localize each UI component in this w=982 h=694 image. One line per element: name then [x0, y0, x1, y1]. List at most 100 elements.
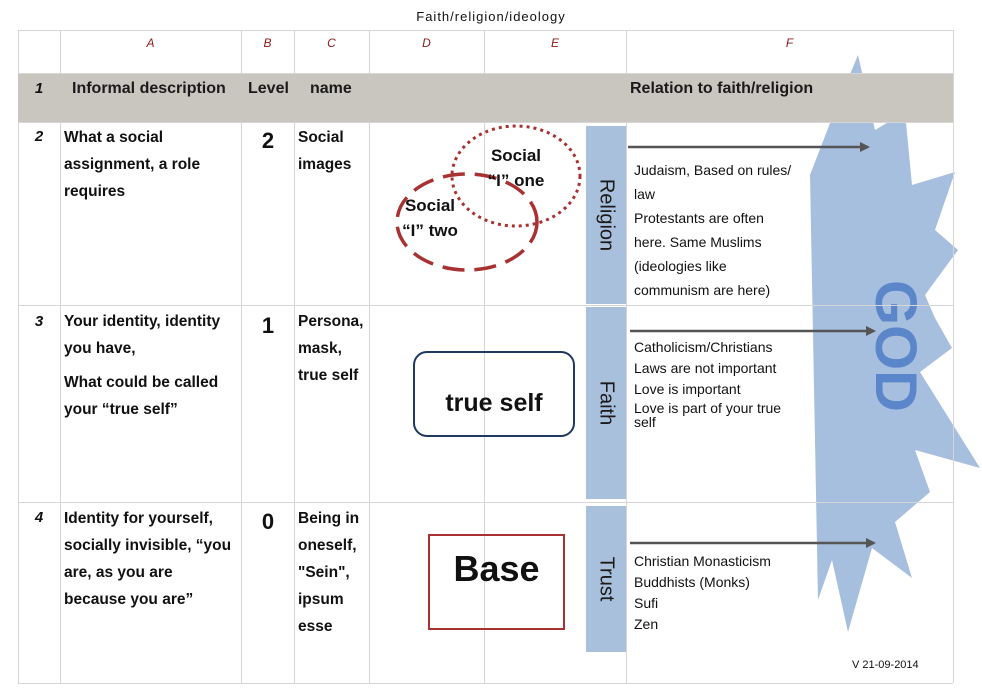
- god-label: GOD: [863, 280, 928, 412]
- base-box: Base: [428, 534, 565, 630]
- description-line: What a social: [64, 129, 164, 146]
- name-line: mask,: [298, 340, 342, 357]
- row-description: Identity for yourself, socially invisibl…: [64, 505, 240, 613]
- name-line: Being in: [298, 510, 360, 527]
- description-line: Identity for yourself,: [64, 510, 213, 527]
- relation-line: Laws are not important: [634, 360, 777, 376]
- relation-line: here. Same Muslims: [634, 234, 762, 250]
- column-letter-e: E: [550, 36, 559, 50]
- circle-two-label: Social “I” two: [394, 193, 466, 243]
- relation-line: Catholicism/Christians: [634, 339, 773, 355]
- grid-line: [18, 305, 953, 306]
- header-row-band: [18, 74, 953, 122]
- trust-bar: Trust: [586, 506, 626, 652]
- relation-line: Christian Monasticism: [634, 553, 771, 569]
- description-line: are, as you are: [64, 564, 173, 581]
- relation-line: Love is part of your true: [634, 400, 782, 416]
- religion-bar-label: Religion: [595, 178, 618, 252]
- description-line: Your identity, identity: [64, 313, 221, 330]
- grid-line: [241, 30, 242, 683]
- name-line: esse: [298, 618, 333, 635]
- description-line: you have,: [64, 340, 136, 357]
- grid-line: [626, 30, 627, 683]
- religion-relation-text: Judaism, Based on rules/ law Protestants…: [634, 158, 791, 302]
- column-letter-d: D: [422, 36, 431, 50]
- name-line: Persona,: [298, 313, 364, 330]
- description-line: your “true self”: [64, 401, 178, 418]
- row-number: 4: [34, 509, 44, 526]
- name-line: images: [298, 156, 352, 173]
- circle-label-line: Social: [490, 146, 542, 165]
- grid-line: [484, 30, 485, 683]
- description-line: assignment, a role: [64, 156, 201, 173]
- relation-line: (ideologies like: [634, 258, 727, 274]
- circle-label-line: Social: [404, 196, 456, 215]
- row-description: Your identity, identity you have, What c…: [64, 308, 240, 423]
- circle-one-label: Social “I” one: [480, 143, 552, 193]
- true-self-box: true self: [413, 351, 575, 437]
- row-name: Social images: [298, 124, 370, 178]
- description-line: What could be called: [64, 374, 219, 391]
- version-stamp: V 21-09-2014: [852, 659, 919, 671]
- header-description: Informal description: [72, 80, 226, 97]
- column-letter-c: C: [327, 36, 336, 50]
- trust-relation-text: Christian Monasticism Buddhists (Monks) …: [634, 551, 771, 635]
- relation-line: communism are here): [634, 282, 771, 298]
- row-name: Being in oneself, "Sein", ipsum esse: [298, 505, 370, 640]
- description-line: requires: [64, 183, 126, 200]
- grid-line: [369, 30, 370, 683]
- relation-line: Love is important: [634, 381, 741, 397]
- god-burst-shape: [810, 55, 980, 632]
- relation-line: Protestants are often: [634, 210, 764, 226]
- relation-line: law: [634, 186, 656, 202]
- circle-i-one: [450, 124, 582, 228]
- row-number: 3: [34, 313, 44, 330]
- circle-i-two: [395, 172, 539, 272]
- faith-bar: Faith: [586, 307, 626, 499]
- row-level: 0: [261, 509, 275, 534]
- name-line: ipsum: [298, 591, 344, 608]
- relation-line: Buddhists (Monks): [634, 574, 750, 590]
- faith-bar-label: Faith: [595, 380, 618, 426]
- row-number: 1: [34, 80, 44, 97]
- grid-line: [18, 122, 953, 123]
- column-letter-f: F: [785, 36, 794, 50]
- row-name: Persona, mask, true self: [298, 308, 370, 389]
- description-line: because you are”: [64, 591, 194, 608]
- name-line: "Sein",: [298, 564, 350, 581]
- relation-line: self: [634, 414, 656, 430]
- grid-line: [953, 30, 954, 683]
- grid-line: [18, 30, 953, 31]
- row-number: 2: [34, 128, 44, 145]
- grid-line: [294, 30, 295, 683]
- header-relation: Relation to faith/religion: [630, 80, 814, 97]
- name-line: true self: [298, 367, 359, 384]
- row-description: What a social assignment, a role require…: [64, 124, 240, 205]
- grid-line: [18, 73, 953, 74]
- row-level: 2: [261, 128, 275, 153]
- grid-line: [18, 683, 953, 684]
- description-line: socially invisible, “you: [64, 537, 232, 554]
- trust-bar-label: Trust: [595, 556, 618, 602]
- name-line: oneself,: [298, 537, 357, 554]
- column-letter-a: A: [146, 36, 155, 50]
- name-line: Social: [298, 129, 344, 146]
- relation-line: Zen: [634, 616, 659, 632]
- faith-relation-text: Catholicism/Christians Laws are not impo…: [634, 337, 782, 430]
- base-label: Base: [453, 548, 540, 589]
- grid-line: [18, 30, 19, 683]
- circle-label-line: “I” two: [402, 221, 458, 240]
- header-level: Level: [248, 80, 289, 97]
- grid-line: [60, 30, 61, 683]
- circle-label-line: “I” one: [487, 171, 545, 190]
- document-title: Faith/religion/ideology: [416, 9, 566, 24]
- true-self-label: true self: [445, 389, 543, 417]
- religion-bar: Religion: [586, 126, 626, 304]
- relation-line: Judaism, Based on rules/: [634, 162, 792, 178]
- header-name: name: [310, 80, 352, 97]
- column-letter-b: B: [263, 36, 272, 50]
- grid-line: [18, 502, 953, 503]
